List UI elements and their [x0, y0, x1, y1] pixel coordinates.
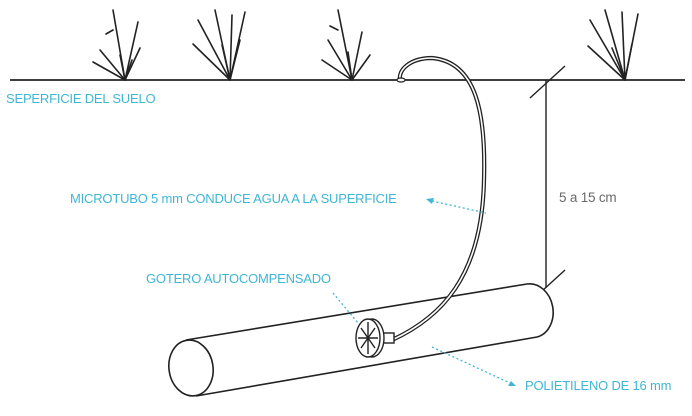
pipe-label: POLIETILENO DE 16 mm	[525, 378, 672, 393]
depth-dimension	[529, 65, 566, 303]
pipe-leader	[431, 346, 513, 385]
soil-surface-label: SEPERFICIE DEL SUELO	[6, 91, 156, 106]
leader-arrowheads	[426, 198, 516, 386]
plant-4	[587, 9, 639, 81]
plant-2	[192, 9, 246, 81]
dripper-leader	[332, 292, 359, 324]
plant-1	[92, 9, 141, 81]
plant-3	[321, 9, 371, 81]
depth-label: 5 a 15 cm	[559, 190, 617, 205]
microtube-label: MICROTUBO 5 mm CONDUCE AGUA A LA SUPERFI…	[70, 191, 397, 206]
dripper-label: GOTERO AUTOCOMPENSADO	[146, 271, 331, 286]
microtube-leader	[431, 200, 487, 214]
dripper-icon	[355, 318, 395, 358]
microtube	[389, 55, 487, 343]
leader-lines	[332, 200, 513, 385]
